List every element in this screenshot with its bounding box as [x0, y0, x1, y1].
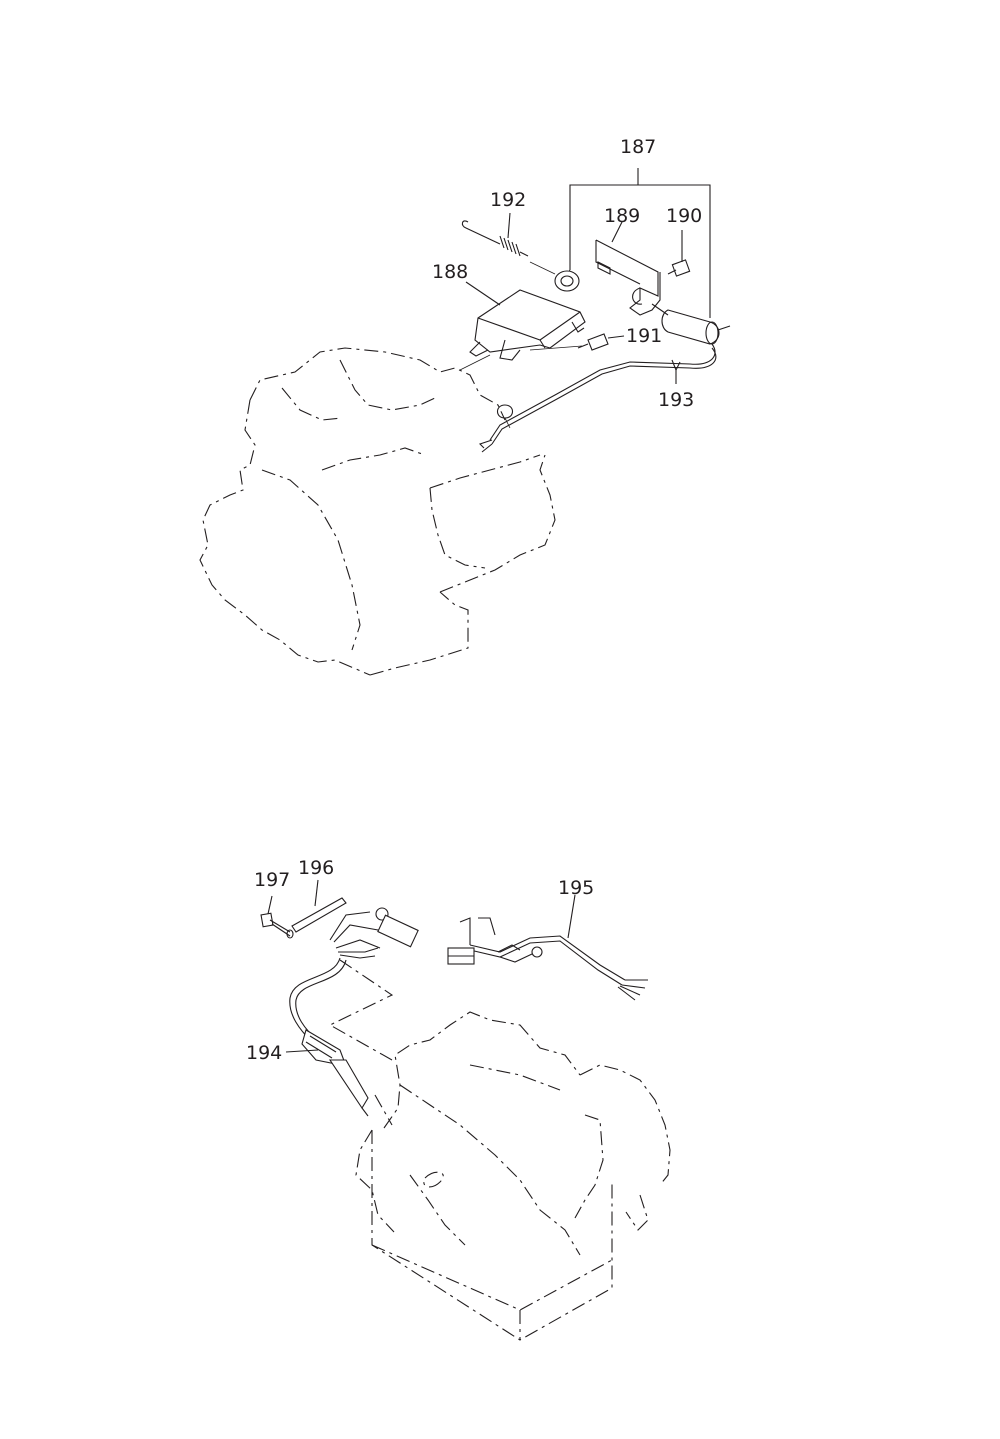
leader-lines-bottom	[328, 959, 394, 1126]
bracket-189	[595, 221, 661, 316]
callout-194: 194	[246, 1042, 282, 1064]
callout-187: 187	[620, 136, 656, 158]
engine-outline-top	[199, 347, 556, 676]
bolt-197	[260, 895, 294, 939]
callout-192: 192	[490, 189, 526, 211]
callout-193: 193	[658, 389, 694, 411]
callout-187-bracket	[565, 168, 711, 318]
callout-195: 195	[558, 877, 594, 899]
sensor-187	[651, 303, 731, 345]
plug-191	[529, 333, 625, 351]
spring-192	[461, 212, 529, 257]
callout-197: 197	[254, 869, 290, 891]
sensor-wires-194	[329, 907, 419, 959]
engine-outline-bottom	[355, 1011, 671, 1341]
screw-190	[667, 230, 691, 277]
callout-188: 188	[432, 261, 468, 283]
callout-196: 196	[298, 857, 334, 879]
nut	[529, 261, 580, 292]
clamp-196	[291, 879, 347, 933]
callout-190: 190	[666, 205, 702, 227]
callout-191: 191	[626, 325, 662, 347]
sensor-194	[285, 957, 369, 1117]
lead-wire-193	[478, 343, 717, 453]
callout-189: 189	[604, 205, 640, 227]
ignition-coil-188	[459, 281, 586, 371]
harness-195	[447, 894, 648, 1001]
